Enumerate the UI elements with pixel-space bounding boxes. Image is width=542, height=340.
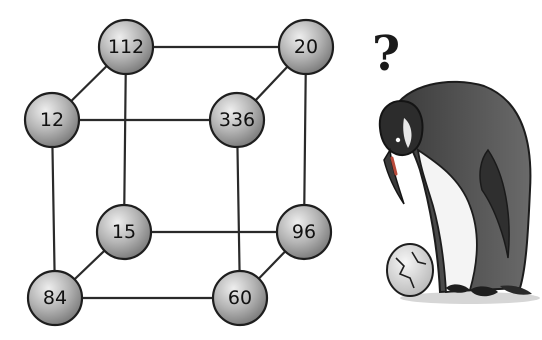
cube-nodes: 112 20 15 96 12 336 84 60: [25, 20, 333, 325]
node-front-bottom-left: 84: [28, 271, 82, 325]
cracked-egg-icon: [387, 244, 433, 296]
node-front-bottom-right: 60: [213, 271, 267, 325]
node-value: 20: [294, 36, 318, 58]
penguin-eye: [396, 138, 400, 142]
cube-edges: [52, 47, 306, 298]
node-back-top-left: 112: [99, 20, 153, 74]
node-front-top-right: 336: [210, 93, 264, 147]
penguin-beak: [384, 150, 404, 204]
penguin-illustration: ?: [372, 26, 540, 304]
node-front-top-left: 12: [25, 93, 79, 147]
node-back-bottom-right: 96: [277, 205, 331, 259]
node-value: 96: [292, 221, 316, 243]
node-value: 336: [219, 109, 255, 131]
node-value: 60: [228, 287, 252, 309]
penguin-head: [380, 101, 423, 155]
node-value: 84: [43, 287, 67, 309]
node-value: 112: [108, 36, 144, 58]
node-back-top-right: 20: [279, 20, 333, 74]
node-back-bottom-left: 15: [97, 205, 151, 259]
question-mark-icon: ?: [372, 26, 400, 82]
node-value: 15: [112, 221, 136, 243]
node-value: 12: [40, 109, 64, 131]
